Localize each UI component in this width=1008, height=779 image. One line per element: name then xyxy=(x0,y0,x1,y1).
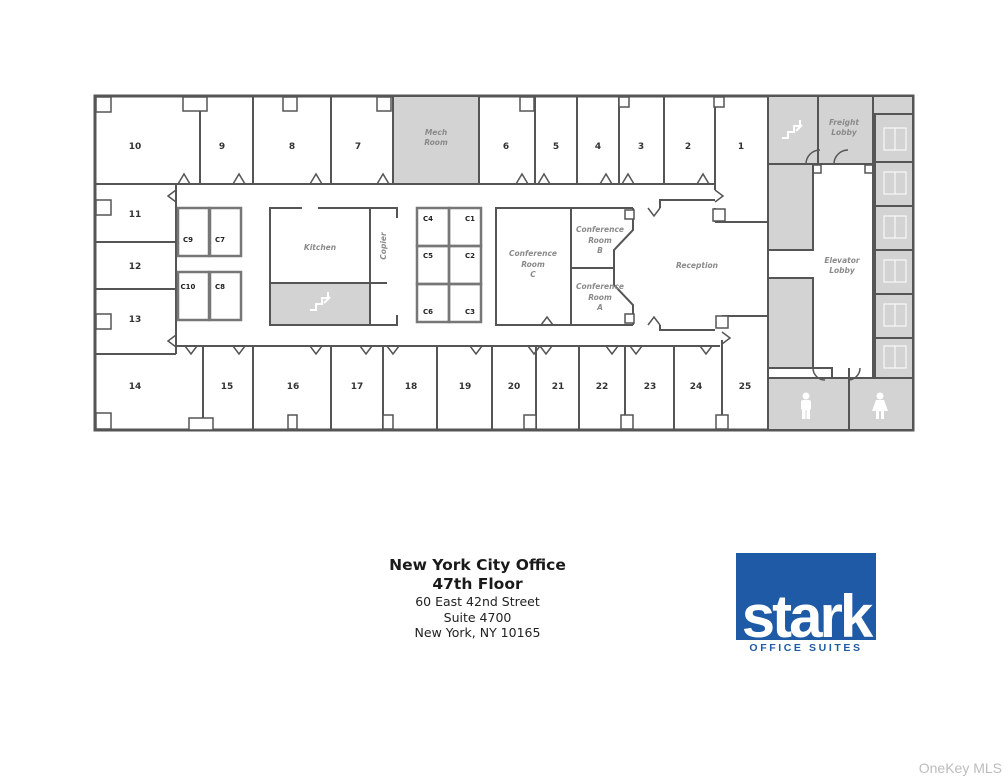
freight-lobby xyxy=(817,95,874,165)
office-15: 15 xyxy=(221,382,234,392)
cubicle-c9: C9 xyxy=(183,236,193,244)
office-10: 10 xyxy=(129,142,142,152)
conference-b-label-3: B xyxy=(597,246,603,255)
conference-c-label-3: C xyxy=(530,270,536,279)
office-1: 1 xyxy=(738,142,744,152)
office-16: 16 xyxy=(287,382,300,392)
title-block: New York City Office 47th Floor 60 East … xyxy=(360,556,595,641)
city-state-zip: New York, NY 10165 xyxy=(414,625,541,640)
conference-a-label-2: Room xyxy=(588,293,612,302)
womens-restroom-icon xyxy=(872,392,888,419)
logo-subtitle: OFFICE SUITES xyxy=(749,642,863,654)
cubicle-c10: C10 xyxy=(181,283,196,291)
office-2: 2 xyxy=(685,142,691,152)
service-area-lower xyxy=(767,277,814,369)
cubicle-cluster-center xyxy=(415,206,483,324)
cubicle-c5: C5 xyxy=(423,252,433,260)
office-21: 21 xyxy=(552,382,565,392)
office-5: 5 xyxy=(553,142,559,152)
office-9: 9 xyxy=(219,142,225,152)
floor-name: 47th Floor xyxy=(432,575,523,593)
stark-logo: stark OFFICE SUITES xyxy=(736,553,876,656)
mech-room-label-1: Mech xyxy=(425,128,447,137)
door-swings xyxy=(166,149,861,381)
elevator-lobby-label-1: Elevator xyxy=(824,256,860,265)
mech-room-label-2: Room xyxy=(424,138,448,147)
office-19: 19 xyxy=(459,382,472,392)
mens-restroom-icon xyxy=(801,392,811,419)
cubicle-c1: C1 xyxy=(465,215,475,223)
conference-b-label-2: Room xyxy=(588,236,612,245)
office-name: New York City Office xyxy=(389,556,566,574)
conference-c-label-2: Room xyxy=(521,260,545,269)
office-4: 4 xyxy=(595,142,601,152)
cubicle-c2: C2 xyxy=(465,252,475,260)
conference-a-label-1: Conference xyxy=(576,282,624,291)
freight-lobby-label-2: Lobby xyxy=(831,128,858,137)
office-12: 12 xyxy=(129,262,142,272)
office-24: 24 xyxy=(690,382,703,392)
cubicle-c3: C3 xyxy=(465,308,475,316)
office-6: 6 xyxy=(503,142,509,152)
office-22: 22 xyxy=(596,382,609,392)
copier-label: Copier xyxy=(379,231,388,260)
logo-wordmark: stark xyxy=(741,583,873,650)
office-20: 20 xyxy=(508,382,521,392)
cubicle-c7: C7 xyxy=(215,236,225,244)
elevator-lobby-label-2: Lobby xyxy=(829,266,856,275)
freight-lobby-label-1: Freight xyxy=(829,118,859,127)
office-13: 13 xyxy=(129,315,142,325)
conference-a-label-3: A xyxy=(596,303,603,312)
mech-room xyxy=(392,95,480,185)
office-17: 17 xyxy=(351,382,364,392)
stairs-icon xyxy=(310,292,331,311)
office-23: 23 xyxy=(644,382,657,392)
kitchen-label: Kitchen xyxy=(304,243,336,252)
office-11: 11 xyxy=(129,210,142,220)
cubicle-c8: C8 xyxy=(215,283,225,291)
reception-label: Reception xyxy=(676,261,718,270)
watermark: OneKey MLS xyxy=(918,760,1002,776)
elevator-bank xyxy=(874,113,914,379)
office-18: 18 xyxy=(405,382,418,392)
cubicle-c4: C4 xyxy=(423,215,433,223)
office-3: 3 xyxy=(638,142,644,152)
logo-background xyxy=(736,553,876,640)
office-7: 7 xyxy=(355,142,361,152)
street-address: 60 East 42nd Street xyxy=(415,594,540,609)
office-25: 25 xyxy=(739,382,752,392)
office-8: 8 xyxy=(289,142,295,152)
conference-c-label-1: Conference xyxy=(509,249,557,258)
service-area-upper xyxy=(767,163,814,251)
stairs-icon xyxy=(782,120,803,139)
cubicle-c6: C6 xyxy=(423,308,433,316)
cubicle-cluster-left xyxy=(176,206,243,322)
office-14: 14 xyxy=(129,382,142,392)
conference-b-label-1: Conference xyxy=(576,225,624,234)
suite-number: Suite 4700 xyxy=(443,609,512,625)
